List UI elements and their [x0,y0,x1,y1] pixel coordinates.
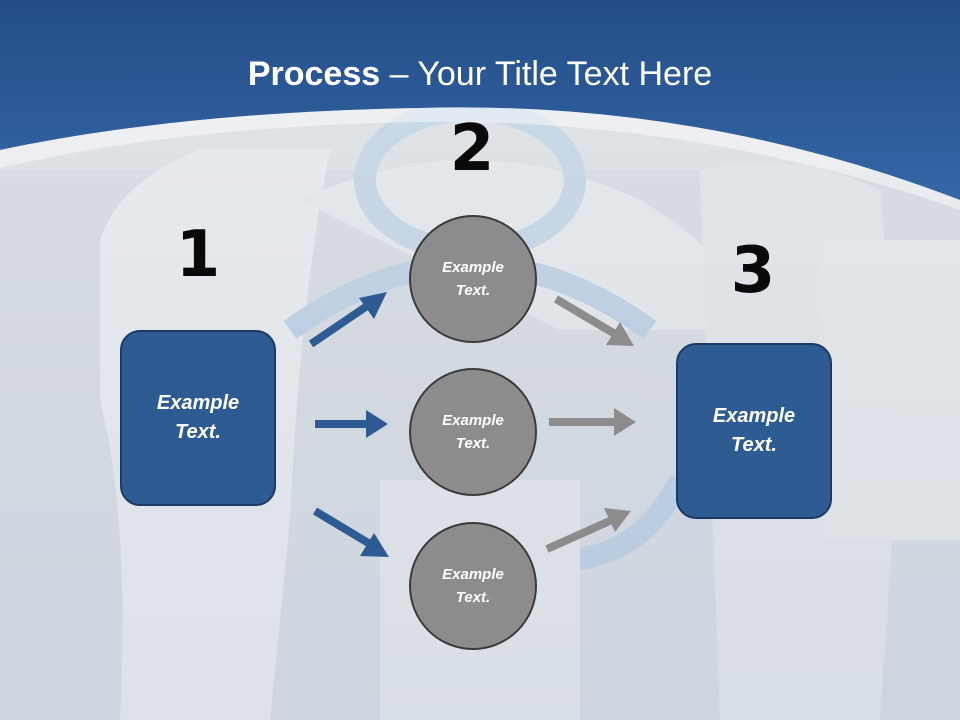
arrow-middle-to-right [549,408,636,436]
circle-bottom-line1: Example [442,566,504,583]
circle-middle-line1: Example [442,412,504,429]
arrow-left-to-top [308,292,387,348]
arrow-left-to-middle [315,410,388,438]
circle-top-line2: Text. [455,282,491,299]
circle-top-line1: Example [442,259,504,276]
step-number-2: 2 [449,112,495,186]
circle-middle-line2: Text. [455,435,491,452]
step-number-3: 3 [730,234,776,308]
arrow-left-to-bottom [312,507,389,557]
title-rest: – Your Title Text Here [380,55,713,93]
left-box-line2: Text. [175,421,221,443]
right-box-line1: Example [712,405,796,427]
circle-bottom-line2: Text. [455,589,491,606]
arrow-top-to-right [553,295,634,346]
header-band [0,0,960,200]
arrow-bottom-to-right [545,508,631,553]
right-box-line2: Text. [731,434,777,456]
step-number-1: 1 [175,218,221,292]
left-box-line1: Example [156,392,240,414]
title-bold: Process [247,55,381,93]
slide-title: Process – Your Title Text Here [0,52,960,96]
